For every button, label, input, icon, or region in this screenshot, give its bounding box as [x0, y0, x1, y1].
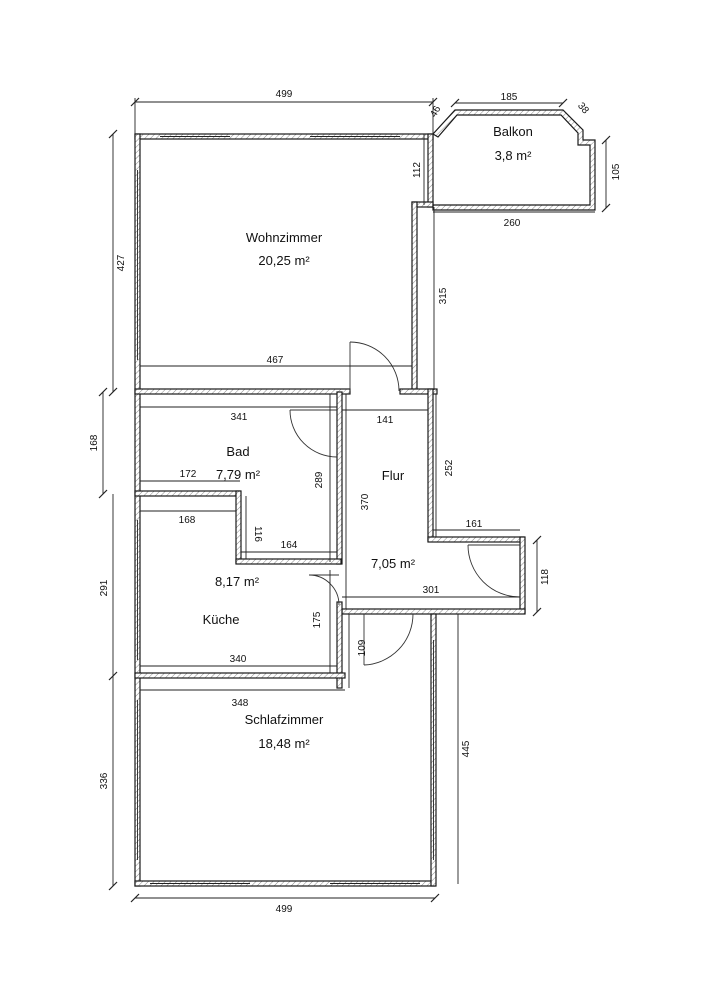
dim-flur-top: 141	[377, 415, 394, 426]
dim-kueche-height: 291	[99, 579, 110, 596]
dim-balkon-bottom: 260	[504, 218, 521, 229]
door-schlafzimmer	[363, 613, 414, 666]
dim-wohnzimmer-bottom: 467	[267, 355, 284, 366]
room-name-bad: Bad	[226, 444, 249, 459]
room-name-kueche: Küche	[203, 612, 240, 627]
dim-kueche-top: 168	[179, 515, 196, 526]
dim-kueche-step-width: 164	[281, 540, 298, 551]
dim-schlaf-right: 445	[461, 740, 472, 757]
room-name-wohnzimmer: Wohnzimmer	[246, 230, 323, 245]
dim-bad-height: 168	[89, 434, 100, 451]
dim-schlaf-height: 336	[99, 772, 110, 789]
dim-balkon-diag-left: 46	[428, 104, 443, 120]
doors	[289, 341, 521, 666]
dim-flur-box: 118	[540, 569, 551, 585]
dim-bottom-width: 499	[276, 904, 293, 915]
room-area-wohnzimmer: 20,25 m²	[258, 253, 310, 268]
dim-wohnzimmer-right: 315	[438, 287, 449, 304]
dim-kueche-right: 175	[312, 611, 323, 628]
dim-balkon-diag-right: 38	[575, 101, 591, 117]
room-name-schlafzimmer: Schlafzimmer	[245, 712, 324, 727]
dim-top-width: 499	[276, 89, 293, 100]
room-labels: Balkon 3,8 m² Wohnzimmer 20,25 m² Bad 7,…	[203, 124, 533, 751]
room-area-schlafzimmer: 18,48 m²	[258, 736, 310, 751]
dim-flur-step: 161	[466, 519, 483, 530]
door-flur-box	[467, 544, 521, 598]
dim-flur-bottom: 301	[423, 585, 440, 596]
dim-balkon-top: 185	[501, 92, 518, 103]
room-name-flur: Flur	[382, 468, 405, 483]
door-kueche	[308, 574, 340, 606]
dimension-labels: 499 185 46 38 112 105 260 427 315 467 34…	[89, 89, 622, 915]
room-name-balkon: Balkon	[493, 124, 533, 139]
dim-balkon-height-left: 112	[412, 162, 423, 178]
room-area-bad: 7,79 m²	[216, 467, 261, 482]
dim-bad-depth: 289	[314, 471, 325, 488]
dim-door-gap: 109	[357, 639, 368, 656]
room-area-kueche: 8,17 m²	[215, 574, 260, 589]
windows	[137, 136, 434, 884]
dim-flur-right: 252	[444, 459, 455, 476]
dim-bad-inner: 172	[180, 469, 197, 480]
door-bad	[289, 409, 338, 458]
dim-kueche-bottom: 340	[230, 654, 247, 665]
dim-kueche-step: 116	[252, 526, 263, 542]
door-wohnzimmer	[349, 341, 400, 392]
room-area-balkon: 3,8 m²	[495, 148, 533, 163]
dim-schlaf-top: 348	[232, 698, 249, 709]
dim-balkon-height-right: 105	[611, 163, 622, 180]
room-area-flur: 7,05 m²	[371, 556, 416, 571]
dim-flur-height: 370	[360, 493, 371, 510]
dim-bad-top: 341	[231, 412, 248, 423]
dimension-lines	[98, 97, 611, 903]
dim-wohnzimmer-height: 427	[116, 254, 127, 271]
